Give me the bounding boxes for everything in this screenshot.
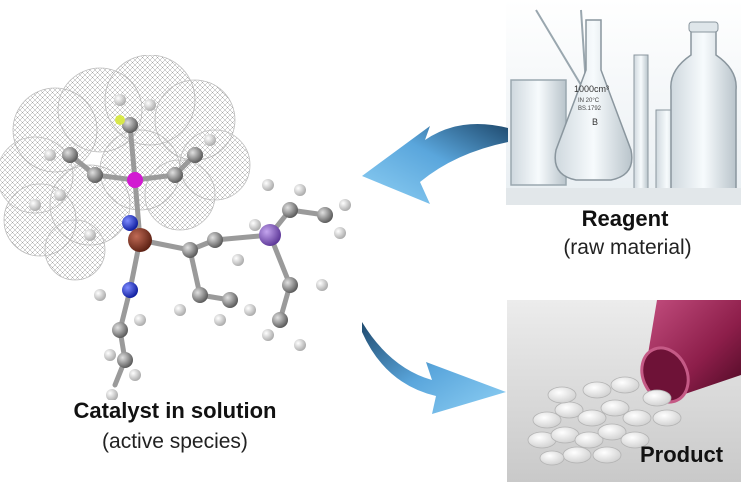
catalyst-subtitle: (active species): [102, 430, 248, 453]
reagent-title: Reagent: [581, 206, 669, 231]
product-title: Product: [640, 442, 724, 467]
pills: [527, 376, 682, 466]
metal-atom: [128, 228, 152, 252]
glassware-photo: 1000cm³ IN 20°C BS.1792 B: [506, 0, 741, 205]
flask-label-4: B: [592, 117, 598, 127]
hydrogen-atoms: [29, 94, 351, 400]
catalyst-title: Catalyst in solution: [73, 398, 277, 423]
curved-arrow-icon: [362, 322, 506, 414]
pink-atom: [127, 172, 143, 188]
flask-label-3: BS.1792: [578, 106, 602, 112]
phosphorus-atom: [259, 224, 281, 246]
yellow-atom: [115, 115, 125, 125]
nitrogen-atom: [122, 215, 138, 231]
carbon-atoms: [62, 117, 333, 368]
nitrogen-atom: [122, 282, 138, 298]
flask-label-2: IN 20°C: [578, 98, 600, 104]
curved-arrow-icon: [362, 124, 508, 204]
pills-photo: [507, 300, 741, 482]
molecule-illustration: [0, 55, 351, 400]
reagent-subtitle: (raw material): [563, 236, 692, 259]
flask-label-1: 1000cm³: [574, 84, 609, 94]
